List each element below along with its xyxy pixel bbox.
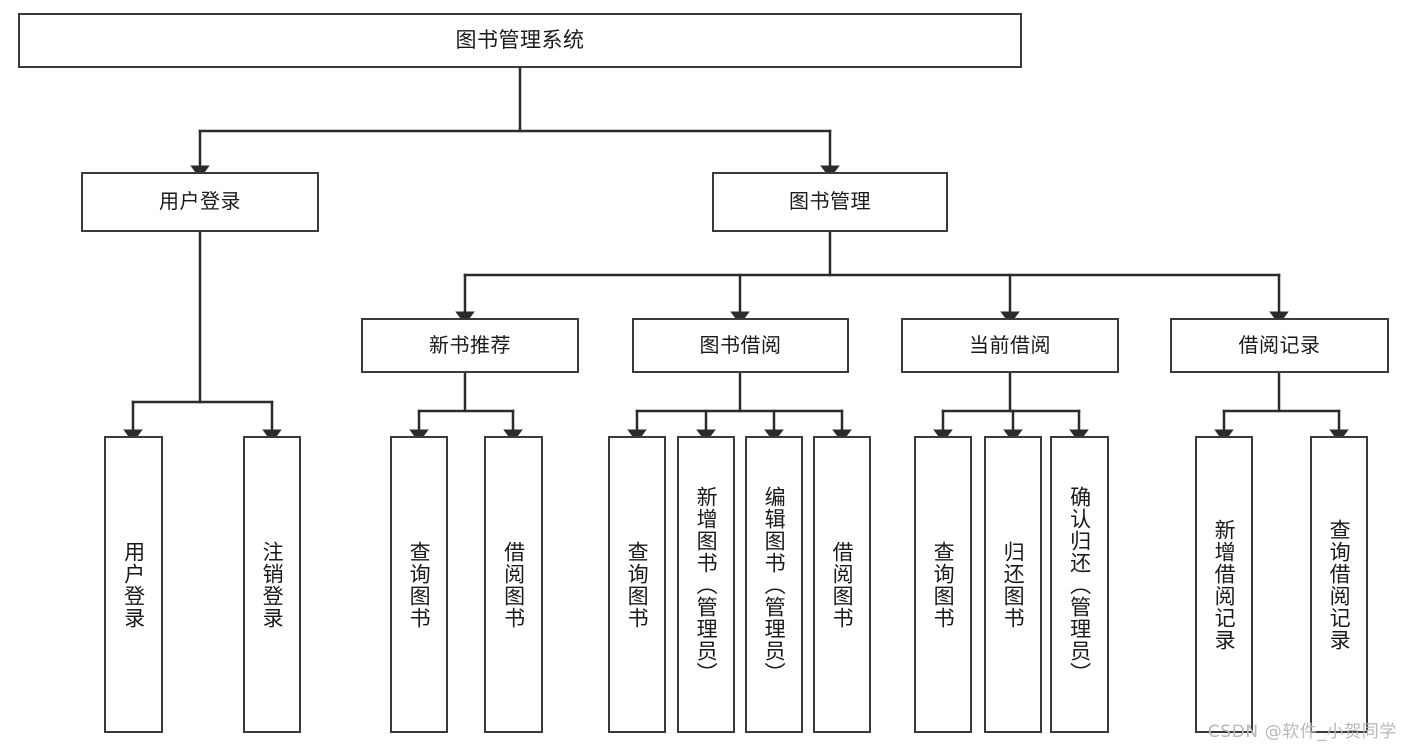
node-leaf-user-login[interactable]: 用户登录 bbox=[104, 436, 163, 733]
node-leaf-borrow-book-2[interactable]: 借阅图书 bbox=[813, 436, 871, 733]
node-leaf-query-book-2-label: 查询图书 bbox=[625, 540, 650, 629]
node-leaf-confirm-return-label: 确认归还（管理员） bbox=[1067, 485, 1092, 684]
node-current-borrow-label: 当前借阅 bbox=[969, 332, 1051, 357]
node-user-login-label: 用户登录 bbox=[159, 189, 241, 214]
node-leaf-logout-label: 注销登录 bbox=[260, 540, 285, 629]
node-leaf-return-book[interactable]: 归还图书 bbox=[984, 436, 1042, 733]
node-current-borrow[interactable]: 当前借阅 bbox=[901, 318, 1119, 373]
node-leaf-confirm-return[interactable]: 确认归还（管理员） bbox=[1050, 436, 1109, 733]
node-leaf-borrow-book-1[interactable]: 借阅图书 bbox=[484, 436, 543, 733]
node-book-manage-label: 图书管理 bbox=[789, 189, 871, 214]
node-user-login[interactable]: 用户登录 bbox=[81, 172, 319, 232]
node-new-book-recommend[interactable]: 新书推荐 bbox=[361, 318, 579, 373]
node-root-label: 图书管理系统 bbox=[455, 28, 585, 53]
node-leaf-query-book-1[interactable]: 查询图书 bbox=[390, 436, 448, 733]
node-borrow-record-label: 借阅记录 bbox=[1238, 332, 1321, 357]
node-leaf-query-book-2[interactable]: 查询图书 bbox=[608, 436, 666, 733]
node-root[interactable]: 图书管理系统 bbox=[18, 13, 1022, 68]
node-borrow-record[interactable]: 借阅记录 bbox=[1170, 318, 1389, 373]
node-leaf-query-record[interactable]: 查询借阅记录 bbox=[1310, 436, 1368, 733]
node-leaf-user-login-label: 用户登录 bbox=[121, 540, 146, 629]
node-book-borrow-label: 图书借阅 bbox=[699, 332, 782, 357]
watermark: CSDN @软件_小贺同学 bbox=[1207, 722, 1397, 742]
node-book-borrow[interactable]: 图书借阅 bbox=[632, 318, 849, 373]
node-leaf-add-record[interactable]: 新增借阅记录 bbox=[1195, 436, 1253, 733]
node-leaf-query-book-3-label: 查询图书 bbox=[931, 540, 956, 629]
node-leaf-borrow-book-2-label: 借阅图书 bbox=[830, 540, 855, 629]
node-leaf-edit-book-label: 编辑图书（管理员） bbox=[762, 485, 787, 684]
node-leaf-edit-book[interactable]: 编辑图书（管理员） bbox=[745, 436, 803, 733]
node-leaf-query-book-3[interactable]: 查询图书 bbox=[914, 436, 972, 733]
node-leaf-query-record-label: 查询借阅记录 bbox=[1327, 518, 1352, 651]
node-leaf-logout[interactable]: 注销登录 bbox=[243, 436, 301, 733]
node-leaf-query-book-1-label: 查询图书 bbox=[407, 540, 432, 629]
node-leaf-add-book-label: 新增图书（管理员） bbox=[694, 485, 719, 684]
node-leaf-return-book-label: 归还图书 bbox=[1001, 540, 1026, 629]
node-leaf-add-record-label: 新增借阅记录 bbox=[1212, 518, 1237, 651]
node-leaf-borrow-book-1-label: 借阅图书 bbox=[501, 540, 526, 629]
node-new-book-recommend-label: 新书推荐 bbox=[429, 332, 511, 357]
node-leaf-add-book[interactable]: 新增图书（管理员） bbox=[677, 436, 735, 733]
node-book-manage[interactable]: 图书管理 bbox=[712, 172, 948, 232]
